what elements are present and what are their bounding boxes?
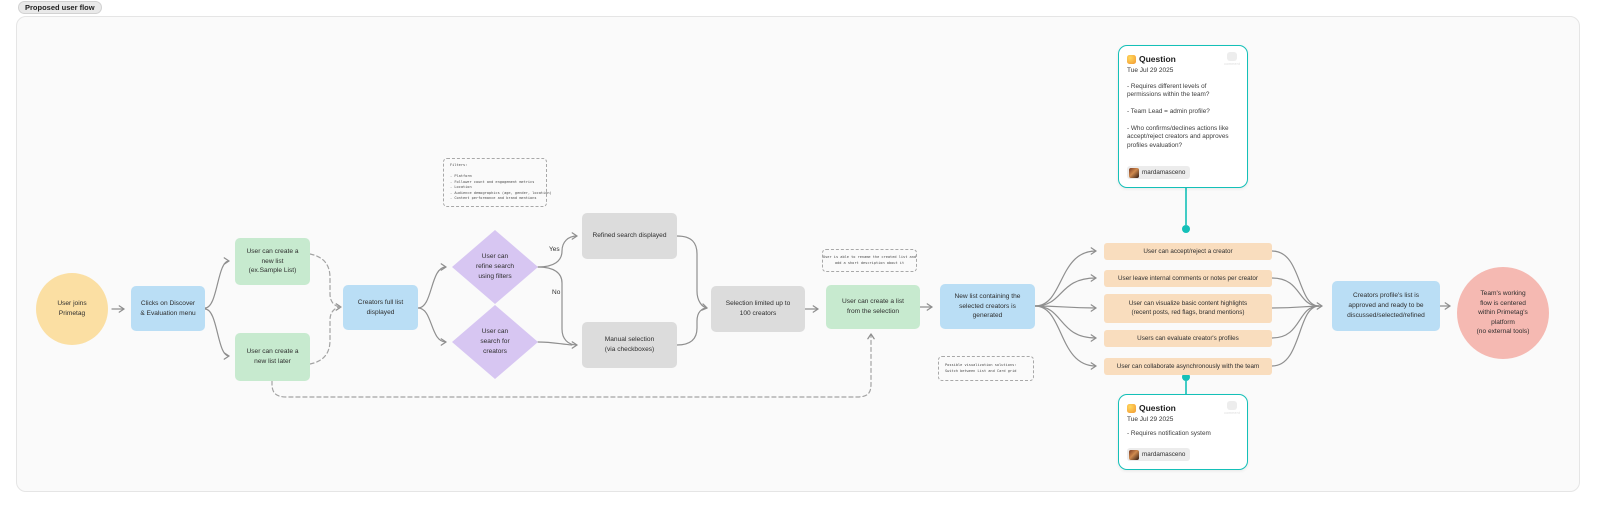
visualization-note-text: Possible visualization solutions: Switch… — [945, 362, 1017, 373]
comment-body: - Requires different levels of permissio… — [1127, 82, 1229, 149]
comment-date: Tue Jul 29 2025 — [1127, 415, 1174, 423]
create-from-selection-node-label: User can create a list from the selectio… — [842, 298, 904, 315]
start-node-label: User joins Primetag — [57, 300, 87, 317]
section-label[interactable]: Proposed user flow — [18, 1, 102, 14]
author-name: mardamasceno — [1142, 451, 1186, 458]
end-node[interactable]: Team's working flow is centered within P… — [1457, 267, 1549, 359]
action-collaborate[interactable]: User can collaborate asynchronously with… — [1104, 358, 1272, 375]
comment-corner-label: comment — [1224, 411, 1240, 415]
rename-note[interactable]: User is able to rename the created list … — [822, 249, 917, 272]
create-list-node-label: User can create a new list (ex.Sample Li… — [246, 247, 299, 275]
action-collaborate-label: User can collaborate asynchronously with… — [1116, 362, 1260, 370]
comment-card-top[interactable]: Question Tue Jul 29 2025 comment - Requi… — [1118, 45, 1248, 188]
manual-selection-node[interactable]: Manual selection (via checkboxes) — [582, 322, 677, 368]
selection-limit-node[interactable]: Selection limited up to 100 creators — [711, 286, 805, 332]
create-later-node-label: User can create a new list later — [246, 348, 299, 365]
comment-bubble-icon — [1227, 52, 1238, 61]
create-later-node[interactable]: User can create a new list later — [235, 333, 310, 381]
refine-search-decision-label: User can refine search using filters — [475, 253, 515, 280]
action-internal-comments-label: User leave internal comments or notes pe… — [1118, 274, 1258, 282]
visualization-note[interactable]: Possible visualization solutions: Switch… — [938, 356, 1034, 381]
search-creators-decision-label: User can search for creators — [480, 328, 510, 355]
filters-note[interactable]: Filters: - Platform - Follower count and… — [443, 158, 552, 207]
rename-note-text: User is able to rename the created list … — [822, 254, 917, 265]
full-list-node-label: Creators full list displayed — [357, 298, 404, 316]
question-emoji-icon — [1127, 54, 1136, 64]
comment-body: - Requires notification system — [1127, 429, 1211, 437]
comment-corner: comment — [1224, 401, 1240, 415]
new-list-generated-node[interactable]: New list containing the selected creator… — [940, 284, 1035, 329]
author-chip: mardamasceno — [1127, 448, 1191, 461]
approved-list-node-label: Creators profile's list is approved and … — [1347, 292, 1425, 319]
full-list-node[interactable]: Creators full list displayed — [343, 285, 418, 330]
start-node[interactable]: User joins Primetag — [36, 273, 108, 345]
refined-search-node[interactable]: Refined search displayed — [582, 213, 677, 259]
author-name: mardamasceno — [1142, 169, 1186, 176]
menu-node-label: Clicks on Discover & Evaluation menu — [140, 299, 196, 317]
create-from-selection-node[interactable]: User can create a list from the selectio… — [826, 285, 920, 329]
action-accept-reject-label: User can accept/reject a creator — [1143, 247, 1233, 255]
comment-date: Tue Jul 29 2025 — [1127, 66, 1174, 74]
action-internal-comments[interactable]: User leave internal comments or notes pe… — [1104, 270, 1272, 287]
action-evaluate-profiles[interactable]: Users can evaluate creator's profiles — [1104, 330, 1272, 347]
manual-selection-node-label: Manual selection (via checkboxes) — [604, 336, 655, 353]
question-emoji-icon — [1127, 403, 1136, 413]
menu-node[interactable]: Clicks on Discover & Evaluation menu — [131, 286, 205, 331]
avatar — [1129, 449, 1139, 460]
comment-title: Question — [1139, 54, 1176, 64]
author-chip: mardamasceno — [1127, 166, 1191, 179]
no-edge-label: No — [552, 289, 561, 296]
avatar — [1129, 167, 1139, 178]
create-list-node[interactable]: User can create a new list (ex.Sample Li… — [235, 238, 310, 285]
end-node-label: Team's working flow is centered within P… — [1476, 290, 1530, 336]
action-content-highlights-label: User can visualize basic content highlig… — [1128, 299, 1248, 316]
comment-corner: comment — [1224, 52, 1240, 66]
comment-bubble-icon — [1227, 401, 1238, 410]
new-list-generated-node-label: New list containing the selected creator… — [954, 292, 1021, 320]
selection-limit-node-label: Selection limited up to 100 creators — [725, 300, 791, 317]
refined-search-node-label: Refined search displayed — [592, 232, 667, 240]
comment-corner-label: comment — [1224, 62, 1240, 66]
yes-edge-label: Yes — [549, 246, 560, 253]
action-evaluate-profiles-label: Users can evaluate creator's profiles — [1137, 334, 1239, 342]
approved-list-node[interactable]: Creators profile's list is approved and … — [1332, 281, 1440, 331]
comment-title: Question — [1139, 403, 1176, 413]
comment-card-bottom[interactable]: Question Tue Jul 29 2025 comment - Requi… — [1118, 394, 1248, 470]
action-accept-reject[interactable]: User can accept/reject a creator — [1104, 243, 1272, 260]
action-content-highlights[interactable]: User can visualize basic content highlig… — [1104, 294, 1272, 323]
filters-note-text: Filters: - Platform - Follower count and… — [450, 163, 552, 201]
